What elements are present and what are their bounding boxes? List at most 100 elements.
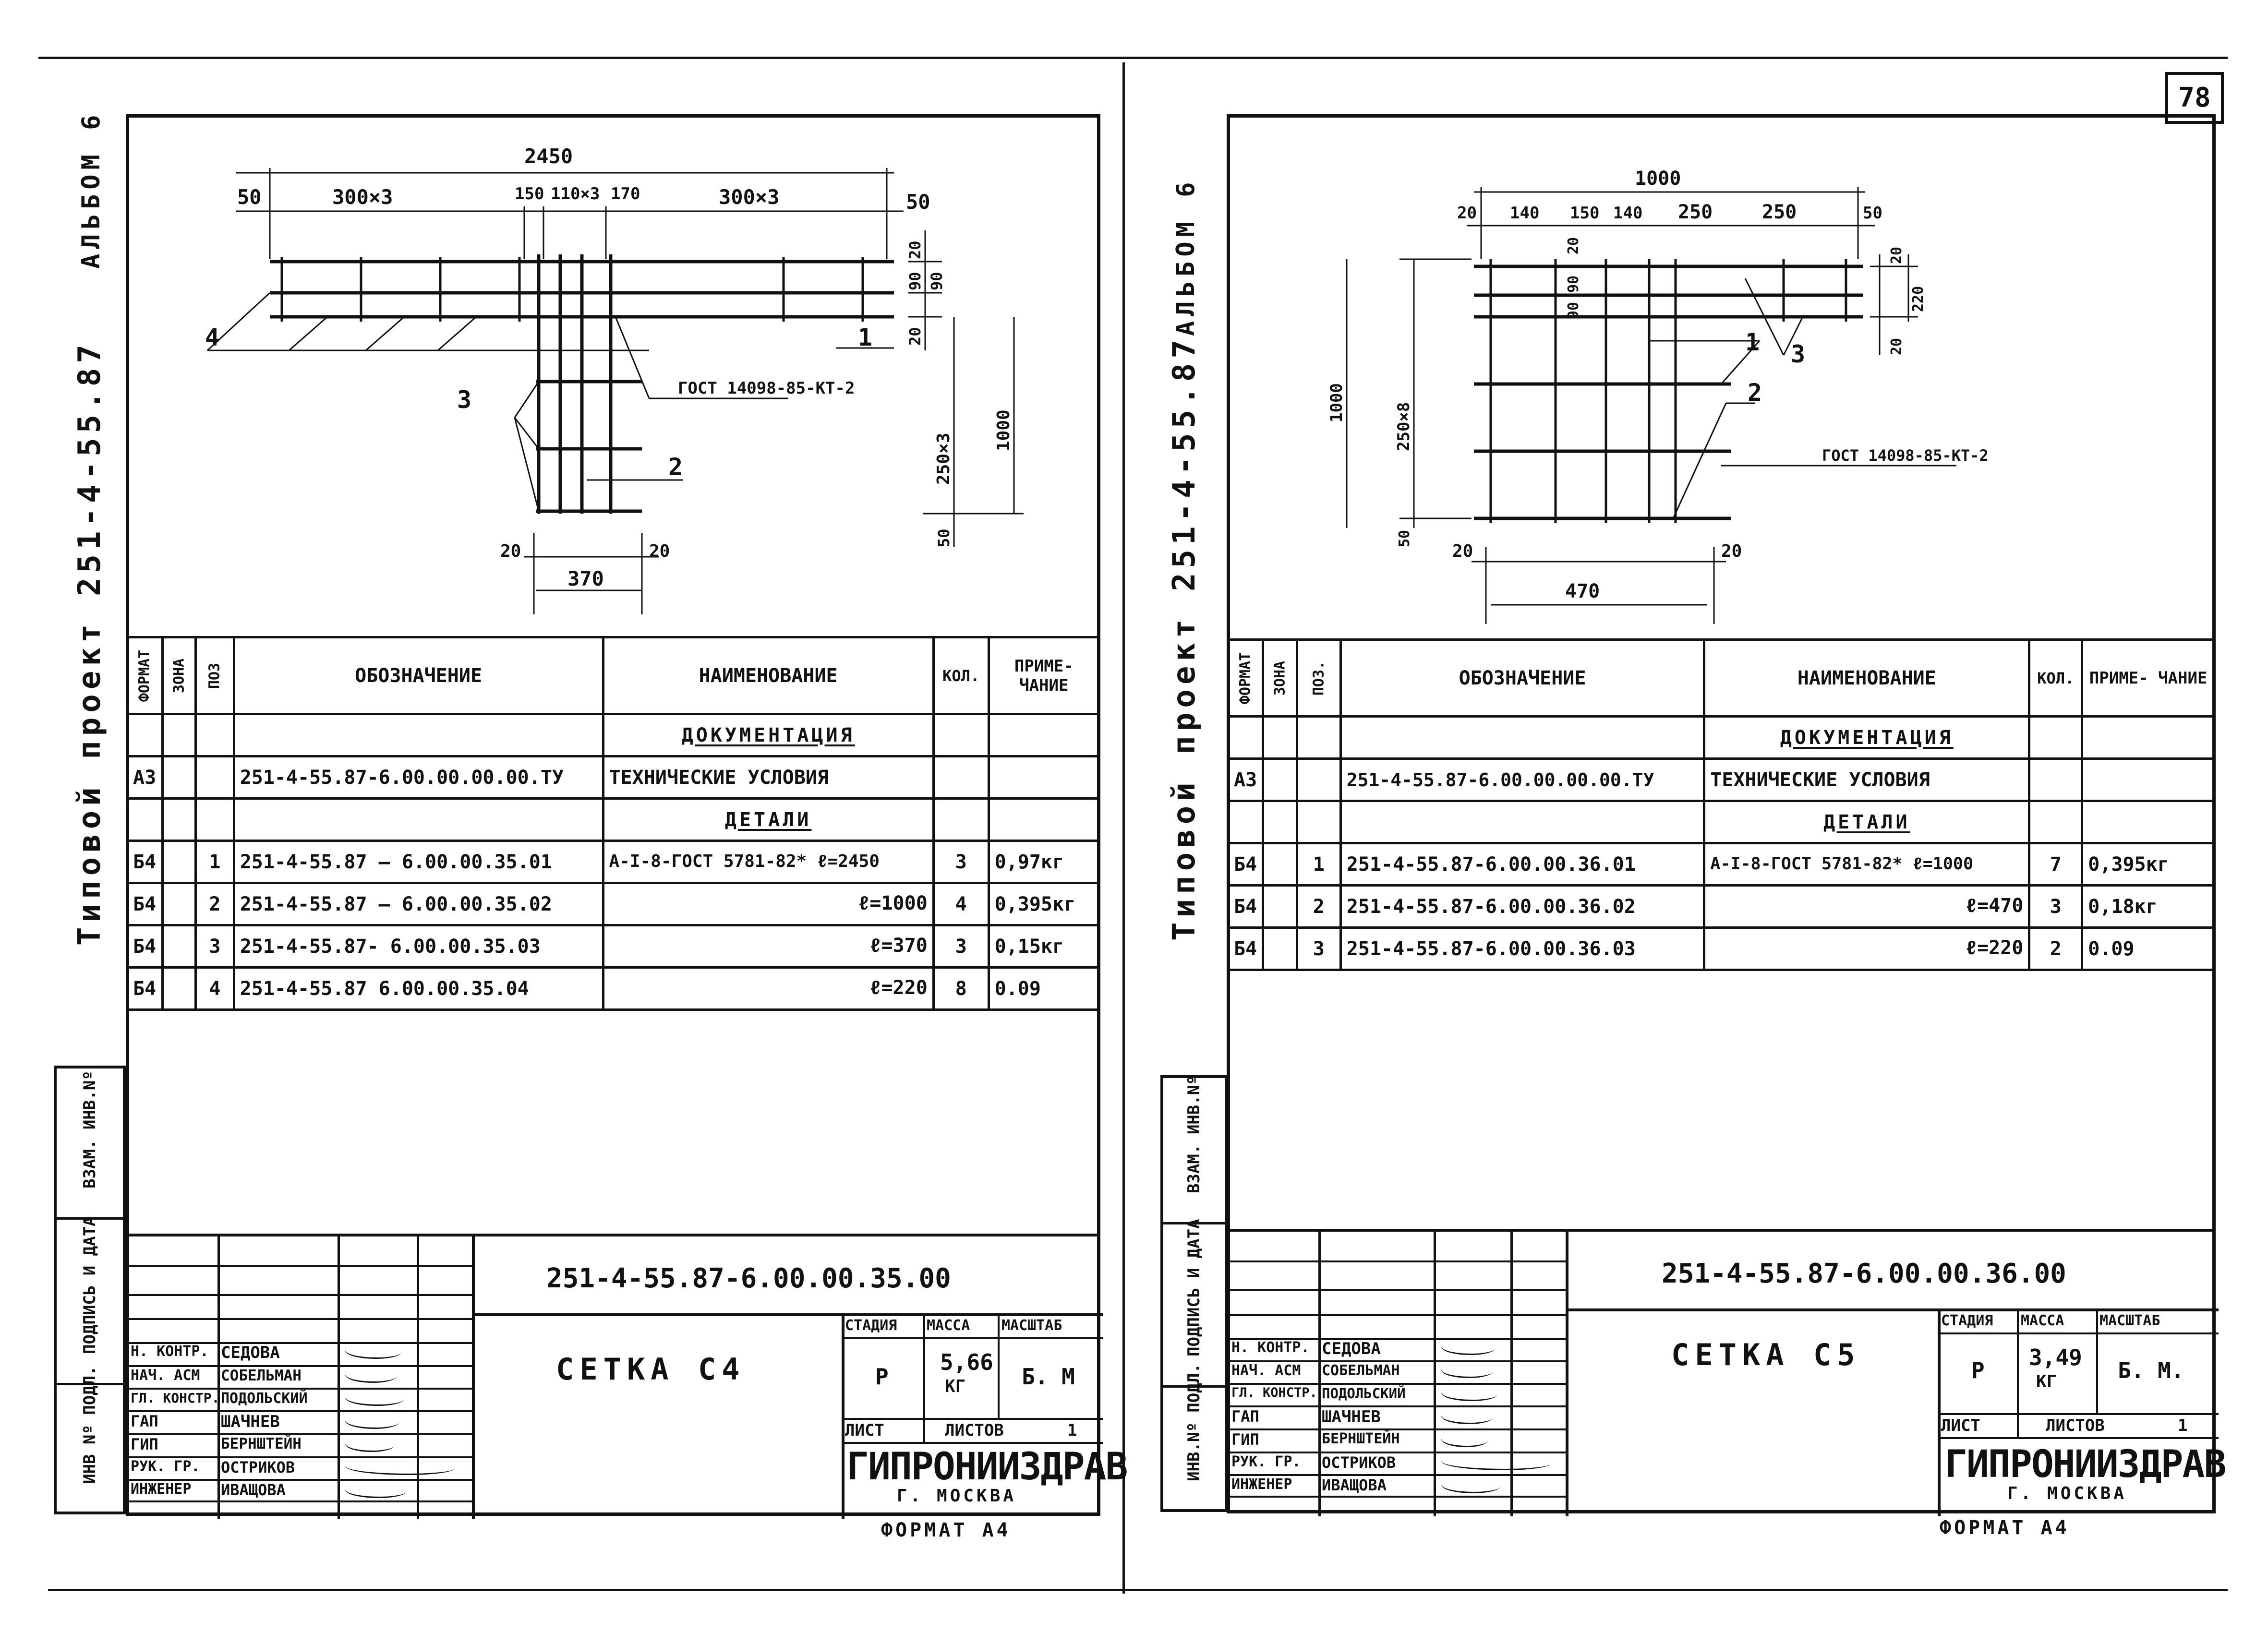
dim-v-220: 220 [1910,286,1927,312]
sheet-header: ЛИСТ [845,1421,884,1440]
dim-v-1000: 1000 [994,409,1013,451]
dim-v-50: 50 [1396,530,1413,547]
signature-4 [341,1436,398,1452]
hdr-pos: ПОЗ [194,636,235,715]
gost-note: ГОСТ 14098-85-КТ-2 [678,379,855,398]
dim-seg2: 150 [515,184,544,204]
signature-1 [341,1367,401,1383]
mass-unit: КГ [2036,1372,2057,1392]
format-label: ФОРМАТ А4 [881,1519,1011,1541]
side-cell-sign: ПОДПИСЬ И ДАТА [57,1216,123,1383]
dim-seg5: 300×3 [719,185,779,209]
callout-3: 3 [1791,340,1805,368]
dim-left-margin: 50 [237,185,262,209]
side-cell-sign: ПОДПИСЬ И ДАТА [1163,1219,1225,1385]
person-name-1: СОБЕЛЬМАН [1322,1362,1400,1379]
album-label: АЛЬБОМ 6 [77,110,106,269]
format-label: ФОРМАТ А4 [1940,1517,2070,1539]
hdr-format: ФОРМАТ [1226,638,1265,718]
signature-1 [1437,1362,1497,1378]
signature-6 [341,1482,410,1498]
mesh-drawing-c5: 1000 20 140 150 140 250 250 50 20 90 90 … [1327,168,1989,624]
dim-v-top: 20 [906,240,924,259]
hdr-qty: КОЛ. [2028,638,2084,718]
section-row: ДЕТАЛИ [126,797,1101,842]
dim-seg1: 300×3 [332,185,393,209]
project-label: Типовой проект 251-4-55.87 [1167,335,1202,941]
organization-city: Г. МОСКВА [2007,1484,2127,1503]
side-strip: ВЗАМ. ИНВ.Nº ПОДПИСЬ И ДАТА ИНВ Nº ПОДЛ. [54,1066,126,1514]
dim-right-margin: 50 [1863,204,1882,223]
dim-v-20b: 20 [1888,338,1905,355]
callout-4: 4 [205,324,219,351]
side-cell-orig: ИНВ.Nº ПОДЛ. [1163,1363,1225,1510]
hdr-zone: ЗОНА [1262,638,1298,718]
person-name-5: ОСТРИКОВ [1322,1453,1396,1472]
signature-3 [1437,1408,1497,1424]
stage-header: СТАДИЯ [845,1317,897,1334]
person-role-1: НАЧ. АСМ [131,1367,200,1384]
person-role-5: РУК. ГР. [131,1458,200,1475]
callout-3: 3 [457,386,471,414]
person-name-3: ШАЧНЕВ [221,1412,280,1431]
mass-value: 3,49 [2029,1344,2082,1370]
person-name-4: БЕРНШТЕЙН [1322,1430,1400,1447]
dim-20: 20 [1457,204,1477,223]
specification-table: ФОРМАТ ЗОНА ПОЗ ОБОЗНАЧЕНИЕ НАИМЕНОВАНИЕ… [126,636,1101,1011]
stage-header: СТАДИЯ [1941,1312,1993,1329]
dim-v-250: 250×8 [1394,402,1413,451]
section-row: ДОКУМЕНТАЦИЯ [1226,715,2216,760]
hdr-note: ПРИМЕ- ЧАНИЕ [2081,638,2216,718]
dim-v-bot: 20 [906,327,924,346]
hdr-name: НАИМЕНОВАНИЕ [1703,638,2031,718]
callout-2: 2 [668,453,683,481]
hdr-note: ПРИМЕ- ЧАНИЕ [987,636,1101,715]
dim-150: 150 [1570,204,1599,223]
side-cell-inv: ВЗАМ. ИНВ.Nº [1184,1075,1204,1193]
album-label: АЛЬБОМ 6 [1171,177,1200,336]
document-code: 251-4-55.87-6.00.00.35.00 [546,1263,951,1294]
side-cell-inv: ВЗАМ. ИНВ.Nº [80,1070,99,1188]
person-name-2: ПОДОЛЬСКИЙ [1322,1385,1406,1402]
title-block: 251-4-55.87-6.00.00.36.00 СЕТКА С5 СТАДИ… [1227,1229,2226,1516]
signature-3 [341,1413,403,1429]
person-name-0: СЕДОВА [221,1343,280,1362]
person-role-4: ГИП [1231,1430,1259,1449]
section-parts: ДЕТАЛИ [602,797,935,842]
dim-v-250: 250×3 [934,433,953,485]
organization-city: Г. МОСКВА [897,1486,1017,1506]
signature-6 [1437,1477,1504,1493]
hdr-zone: ЗОНА [161,636,197,715]
person-name-0: СЕДОВА [1322,1339,1381,1358]
person-name-6: ИВАЩОВА [1322,1476,1387,1494]
side-strip: ВЗАМ. ИНВ.Nº ПОДПИСЬ И ДАТА ИНВ.Nº ПОДЛ. [1160,1075,1228,1512]
dim-total: 1000 [1635,168,1681,190]
section-row: ДЕТАЛИ [1226,800,2216,844]
signature-2 [1437,1385,1502,1401]
table-row: А3 251-4-55.87-6.00.00.00.00.ТУ ТЕХНИЧЕС… [126,755,1101,800]
scale-value: Б. М [1022,1364,1075,1390]
document-title: СЕТКА С4 [556,1352,746,1387]
sheets-header: ЛИСТОВ [2046,1416,2105,1435]
hdr-qty: КОЛ. [932,636,990,715]
dim-v-90a: 90 [1565,276,1582,293]
dim-bot-20b: 20 [649,541,670,561]
bottom-trim-line [48,1589,2228,1591]
stage-value: Р [1971,1357,1985,1383]
dim-total: 2450 [524,144,573,168]
person-role-2: ГЛ. КОНСТР. [1231,1385,1317,1400]
hdr-pos: ПОЗ. [1295,638,1342,718]
dim-250a: 250 [1678,201,1713,223]
person-name-2: ПОДОЛЬСКИЙ [221,1390,308,1407]
dim-bot-370: 370 [567,567,604,590]
person-name-5: ОСТРИКОВ [221,1458,295,1476]
section-documentation: ДОКУМЕНТАЦИЯ [602,713,935,757]
side-cell-orig: ИНВ Nº ПОДЛ. [57,1366,123,1512]
callout-2: 2 [1748,379,1762,407]
dim-140a: 140 [1510,204,1539,223]
callout-1: 1 [1745,328,1760,356]
dim-v-50: 50 [935,528,953,547]
